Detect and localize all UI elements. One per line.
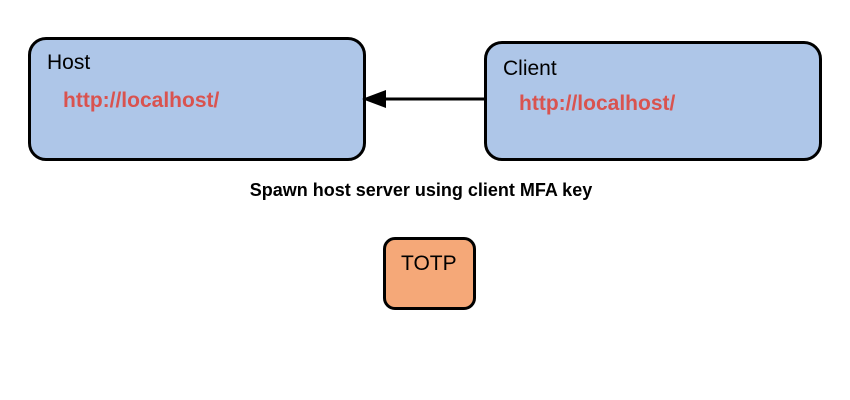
host-node-url: http://localhost/ [63,89,220,112]
totp-node: TOTP [383,237,476,310]
client-node-title: Client [503,57,557,80]
diagram-caption: Spawn host server using client MFA key [249,180,593,200]
totp-node-title: TOTP [401,252,457,275]
host-node: Host http://localhost/ [28,37,366,161]
host-node-title: Host [47,51,91,74]
client-node-url: http://localhost/ [519,92,676,115]
client-to-host-arrowhead [362,90,386,108]
client-node: Client http://localhost/ [484,41,822,161]
